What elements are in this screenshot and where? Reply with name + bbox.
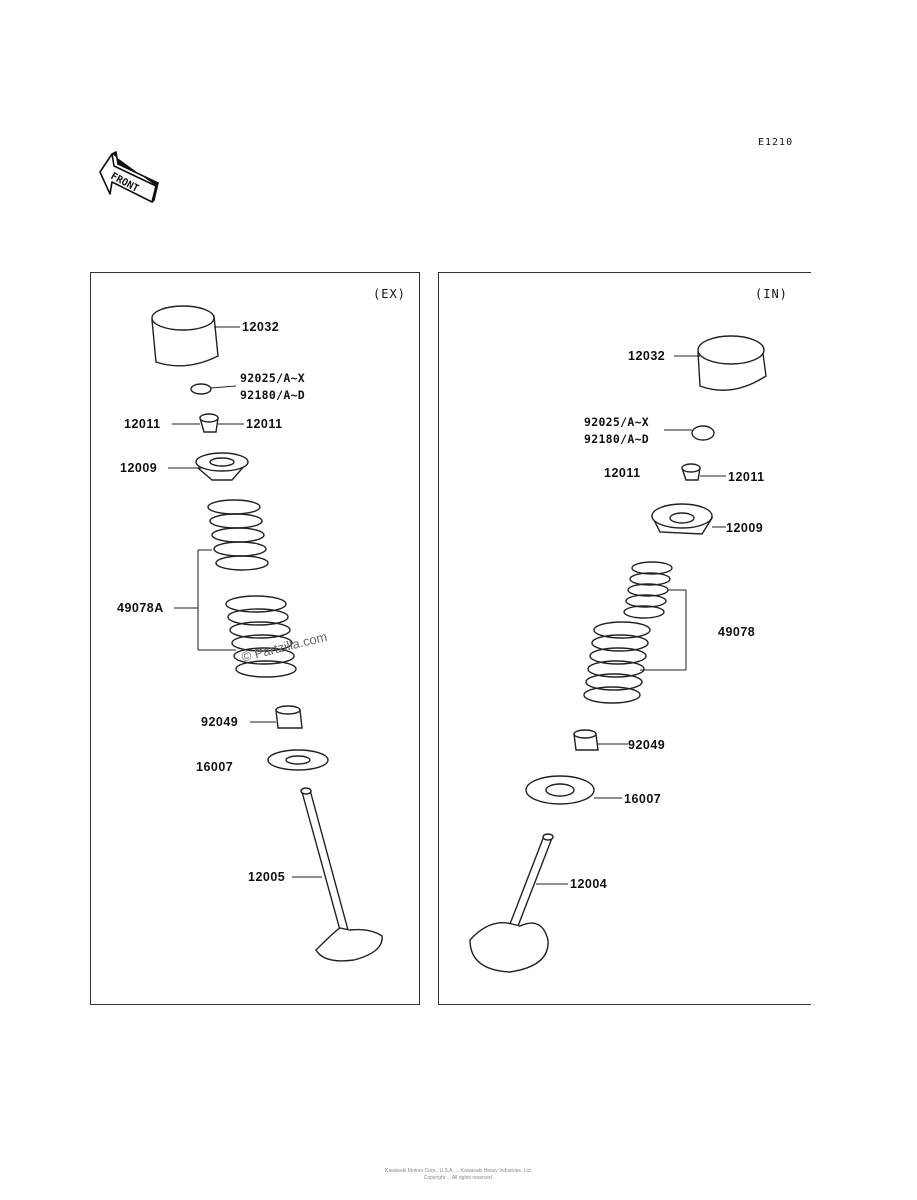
in-tappet-part[interactable] — [697, 335, 767, 391]
ex-tappet-label: 12032 — [242, 320, 280, 334]
panel-tag-in: (IN) — [755, 287, 788, 301]
ex-valve-part[interactable] — [300, 787, 383, 962]
ex-tappet-part[interactable] — [151, 305, 219, 367]
in-keeper-part[interactable] — [681, 463, 701, 481]
ex-spring-outer-part[interactable] — [225, 595, 297, 678]
ex-retainer-label: 12009 — [120, 461, 158, 475]
ex-spring-inner-part[interactable] — [207, 499, 269, 571]
in-retainer-label: 12009 — [726, 521, 764, 535]
in-shim-part[interactable] — [691, 425, 715, 441]
in-spring-outer-part[interactable] — [583, 621, 651, 704]
ex-seat-part[interactable] — [267, 749, 329, 771]
in-seat-label: 16007 — [624, 792, 662, 806]
in-retainer-part[interactable] — [650, 503, 714, 535]
in-spring-label: 49078 — [718, 625, 756, 639]
ex-keeper-part[interactable] — [199, 413, 219, 433]
in-valve-label: 12004 — [570, 877, 608, 891]
ex-seat-label: 16007 — [196, 760, 234, 774]
footer: Kawasaki Motors Corp., U.S.A. ... Kawasa… — [0, 1168, 917, 1182]
ex-shim-label: 92025/A~X 92180/A~D — [240, 371, 306, 402]
in-tappet-label-text: 12032 — [628, 349, 666, 363]
ex-keeper-right-label: 12011 — [246, 417, 283, 431]
ex-seal-label: 92049 — [201, 715, 239, 729]
ex-shim-part[interactable] — [190, 383, 212, 395]
in-valve-part[interactable] — [469, 833, 554, 973]
panel-tag-ex: (EX) — [373, 287, 406, 301]
ex-seal-part[interactable] — [275, 705, 303, 729]
in-spring-inner-part[interactable] — [623, 561, 673, 619]
in-seat-part[interactable] — [525, 775, 595, 805]
in-seal-label: 92049 — [628, 738, 666, 752]
ex-keeper-left-label: 12011 — [124, 417, 161, 431]
footer-line-2: Copyright ... All rights reserved. — [423, 1175, 494, 1181]
in-shim-label: 92025/A~X 92180/A~D — [584, 415, 650, 446]
footer-line-1: Kawasaki Motors Corp., U.S.A. ... Kawasa… — [384, 1168, 532, 1174]
in-keeper-left-label: 12011 — [604, 466, 641, 480]
page-code: E1210 — [758, 137, 794, 148]
ex-retainer-part[interactable] — [195, 452, 249, 481]
in-keeper-right-label: 12011 — [728, 470, 765, 484]
ex-valve-label: 12005 — [248, 870, 286, 884]
ex-spring-label: 49078A — [117, 601, 164, 615]
in-seal-part[interactable] — [573, 729, 599, 751]
front-arrow-icon: FRONT — [99, 151, 159, 203]
